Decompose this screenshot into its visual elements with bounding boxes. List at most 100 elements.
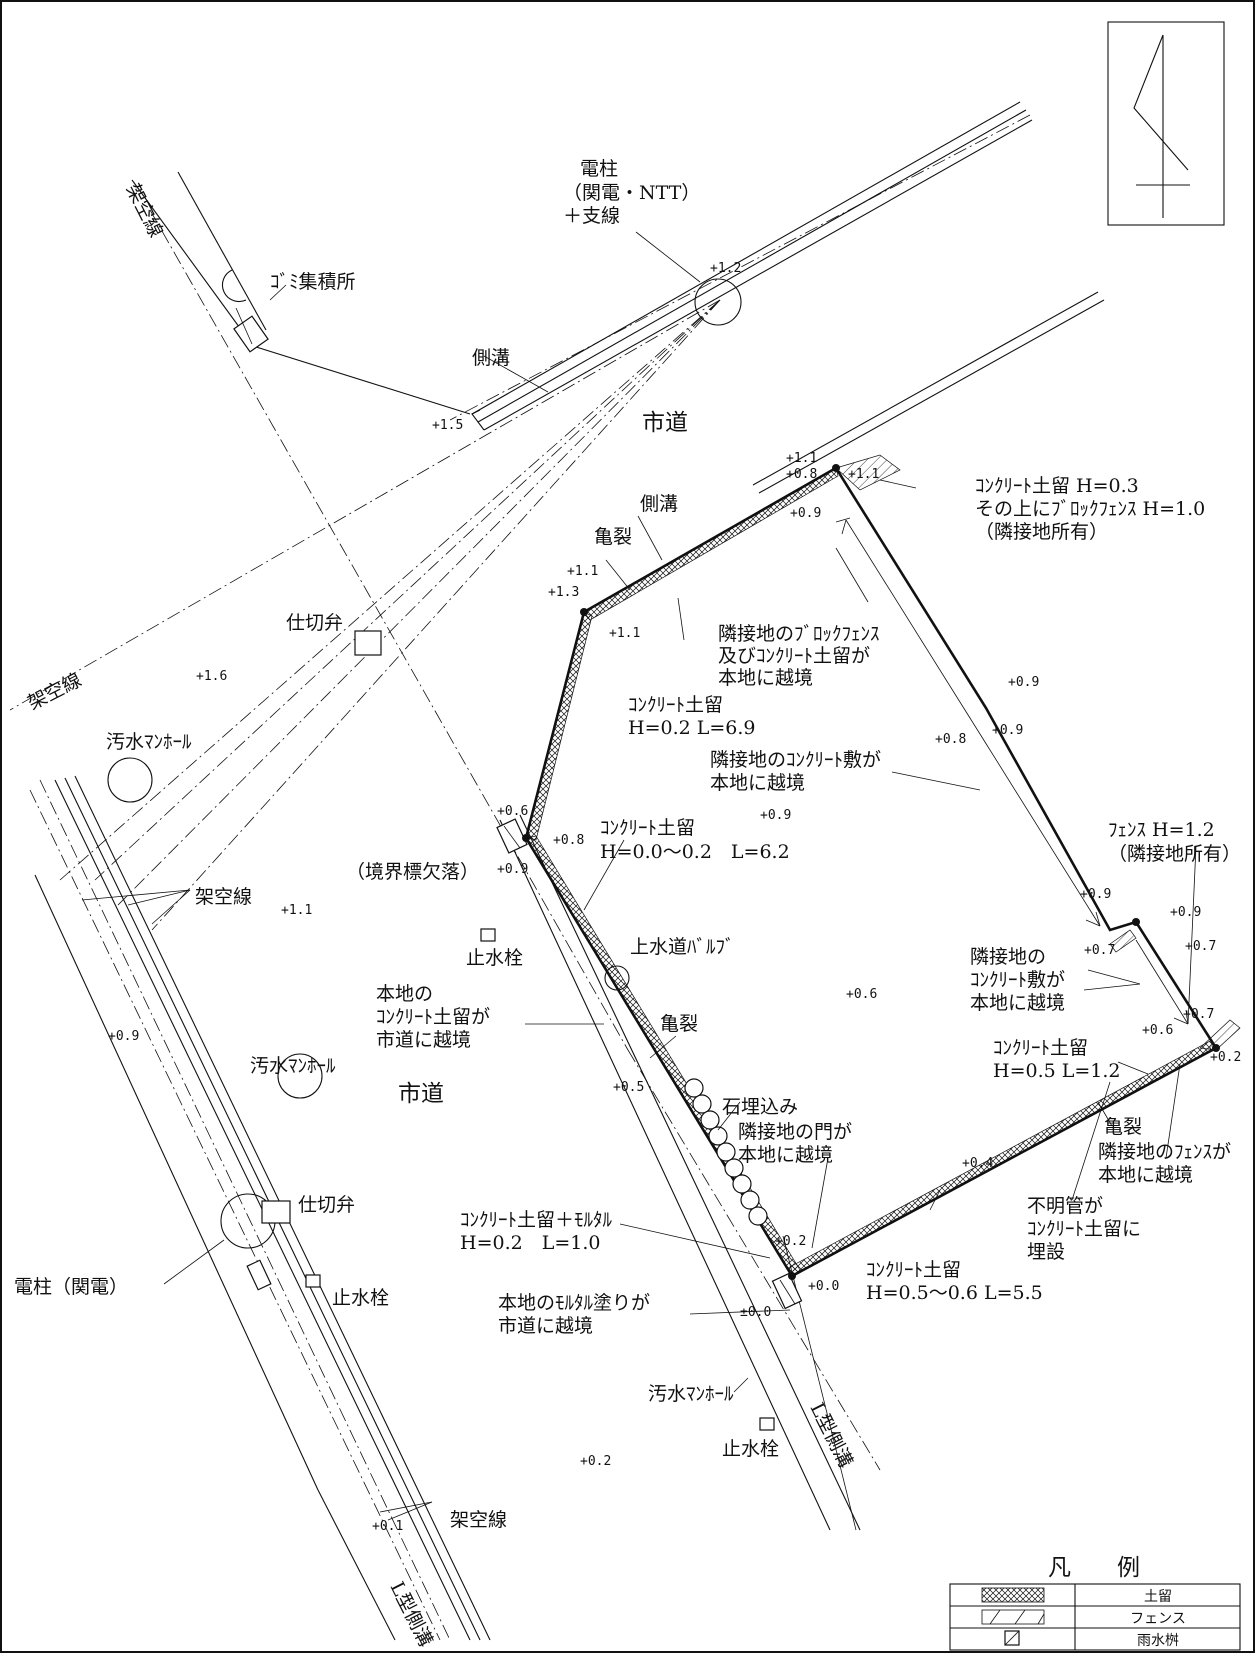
- elevation-label: +1.3: [548, 585, 579, 600]
- elevation-label: +0.9: [1080, 887, 1111, 902]
- concrete-pave-encroach-2-note: 隣接地の ｺﾝｸﾘｰﾄ敷が 本地に越境: [970, 946, 1071, 1014]
- elevation-label: +0.8: [935, 732, 966, 747]
- overhead-line-label: 架空線: [195, 886, 252, 908]
- side-ditch-label: 側溝: [472, 347, 510, 369]
- retaining-top-note: ｺﾝｸﾘｰﾄ土留 H=0.3 その上にﾌﾞﾛｯｸﾌｪﾝｽ H=1.0 （隣接地所…: [975, 475, 1211, 543]
- north-arrow-icon: [1107, 21, 1225, 226]
- sewer-manhole-label: 汚水ﾏﾝﾎｰﾙ: [648, 1383, 734, 1405]
- leader-lines: [163, 231, 1197, 1393]
- legend-fence-icon: [981, 1609, 1045, 1625]
- elevation-label: +0.2: [580, 1454, 611, 1469]
- elevation-label: +0.9: [790, 506, 821, 521]
- legend: 凡 例 土留 フェンス 雨水桝: [949, 1555, 1241, 1651]
- utility-pole-main-icon: [694, 278, 742, 326]
- gate-encroach-note: 隣接地の門が 本地に越境: [738, 1121, 858, 1166]
- elevation-label: +0.2: [1210, 1050, 1241, 1065]
- utility-pole-main-label: 電柱 （関電・NTT） ＋支線: [563, 158, 706, 227]
- sewer-manhole-label: 汚水ﾏﾝﾎｰﾙ: [250, 1055, 336, 1077]
- crack-label: 亀裂: [1104, 1116, 1142, 1138]
- legend-label: フェンス: [1130, 1611, 1186, 1627]
- retaining-mortar-note: ｺﾝｸﾘｰﾄ土留＋ﾓﾙﾀﾙ H=0.2 L=1.0: [460, 1209, 618, 1254]
- legend-crosshatch-icon: [981, 1587, 1045, 1603]
- central-road: [496, 814, 861, 1531]
- elevation-label: +0.7: [1183, 1007, 1214, 1022]
- block-fence-encroach-note: 隣接地のﾌﾞﾛｯｸﾌｪﾝｽ 及びｺﾝｸﾘｰﾄ土留が 本地に越境: [718, 623, 886, 689]
- gate-valve-icon: [354, 630, 382, 656]
- elevation-label: +1.5: [432, 418, 463, 433]
- utility-pole-kanden-label: 電柱（関電）: [14, 1276, 128, 1298]
- stop-valve-label: 止水栓: [332, 1287, 389, 1309]
- mortar-encroach-note: 本地のﾓﾙﾀﾙ塗りが 市道に越境: [498, 1291, 656, 1337]
- stop-valve-label: 止水栓: [722, 1438, 779, 1460]
- unknown-pipe-note: 不明管が ｺﾝｸﾘｰﾄ土留に 埋設: [1027, 1195, 1147, 1263]
- elevation-label: +0.7: [1084, 943, 1115, 958]
- fence-encroach-note: 隣接地のﾌｪﾝｽが 本地に越境: [1098, 1141, 1237, 1186]
- left-upper-road: [131, 171, 269, 353]
- sewer-manhole-icon: [277, 1053, 323, 1099]
- rainwater-box-icon: [246, 1259, 272, 1291]
- retaining-north-note: ｺﾝｸﾘｰﾄ土留 H=0.2 L=6.9: [628, 694, 756, 739]
- overhead-line-label: 架空線: [24, 669, 85, 714]
- elevation-label: +0.9: [497, 862, 528, 877]
- gate-valve-label: 仕切弁: [298, 1194, 355, 1216]
- elevation-label: ±0.0: [740, 1305, 771, 1320]
- elevation-label: +0.6: [1142, 1023, 1173, 1038]
- elevation-label: +0.1: [372, 1519, 403, 1534]
- top-road-edges: [252, 101, 1105, 494]
- elevation-label: +0.8: [553, 833, 584, 848]
- l-ditch-label: L型側溝: [386, 1578, 437, 1650]
- elevation-label: +0.8: [786, 467, 817, 482]
- retaining-se-note: ｺﾝｸﾘｰﾄ土留 H=0.5 L=1.2: [993, 1037, 1121, 1082]
- crack-label: 亀裂: [594, 526, 632, 548]
- side-ditch-label: 側溝: [640, 493, 678, 515]
- encroachment-arrows: [835, 517, 1189, 1025]
- legend-title: 凡 例: [1048, 1555, 1140, 1581]
- elevation-label: +1.2: [710, 261, 741, 276]
- concrete-pave-encroach-note: 隣接地のｺﾝｸﾘｰﾄ敷が 本地に越境: [710, 749, 887, 794]
- elevation-label: +1.1: [786, 451, 817, 466]
- water-valve-icon: [604, 965, 630, 991]
- elevation-label: +1.1: [281, 903, 312, 918]
- gate-valve-icon: [261, 1200, 291, 1224]
- embedded-stones: [684, 1078, 768, 1226]
- symbols: [107, 278, 775, 1431]
- elevation-label: +0.2: [775, 1234, 806, 1249]
- elevation-label: +0.5: [613, 1080, 644, 1095]
- elevation-label: +0.9: [108, 1029, 139, 1044]
- overhead-line-label: 架空線: [450, 1509, 507, 1531]
- fence-east-note: ﾌｪﾝｽ H=1.2 （隣接地所有）: [1108, 819, 1241, 865]
- legend-label: 雨水桝: [1137, 1633, 1179, 1649]
- elevation-label: +0.9: [760, 808, 791, 823]
- sewer-manhole-icon: [107, 757, 153, 803]
- own-retaining-encroach-note: 本地の ｺﾝｸﾘｰﾄ土留が 市道に越境: [376, 983, 496, 1051]
- city-road-label: 市道: [642, 410, 688, 436]
- stop-valve-icon: [305, 1274, 321, 1288]
- elevation-label: +0.9: [1008, 675, 1039, 690]
- elevation-label: +1.1: [609, 626, 640, 641]
- boundary-missing-label: （境界標欠落）: [346, 861, 479, 883]
- sewer-manhole-label: 汚水ﾏﾝﾎｰﾙ: [106, 731, 192, 753]
- stop-valve-icon: [759, 1417, 775, 1431]
- boundary-points: [522, 464, 1220, 1280]
- retaining-south-note: ｺﾝｸﾘｰﾄ土留 H=0.5～0.6 L=5.5: [866, 1259, 1043, 1304]
- elevation-label: +0.9: [992, 723, 1023, 738]
- stop-valve-icon: [480, 928, 496, 942]
- garbage-station-label: ｺﾞﾐ集積所: [270, 271, 356, 293]
- stop-valve-label: 止水栓: [466, 947, 523, 969]
- elevation-labels: +1.2+1.5+1.1+0.8+1.1+0.9+1.1+1.3+1.1+1.6…: [108, 261, 1241, 1534]
- stone-embedded-label: 石埋込み: [722, 1096, 798, 1118]
- crack-label: 亀裂: [660, 1013, 698, 1035]
- elevation-label: +1.1: [567, 564, 598, 579]
- elevation-label: +0.9: [1170, 905, 1201, 920]
- elevation-label: +0.6: [497, 804, 528, 819]
- gate-valve-label: 仕切弁: [286, 612, 343, 634]
- elevation-label: +1.1: [848, 467, 879, 482]
- elevation-label: +0.6: [846, 987, 877, 1002]
- legend-label: 土留: [1144, 1589, 1172, 1605]
- city-road-label: 市道: [398, 1081, 444, 1107]
- overhead-lines: [9, 114, 1031, 1641]
- elevation-label: +1.6: [196, 669, 227, 684]
